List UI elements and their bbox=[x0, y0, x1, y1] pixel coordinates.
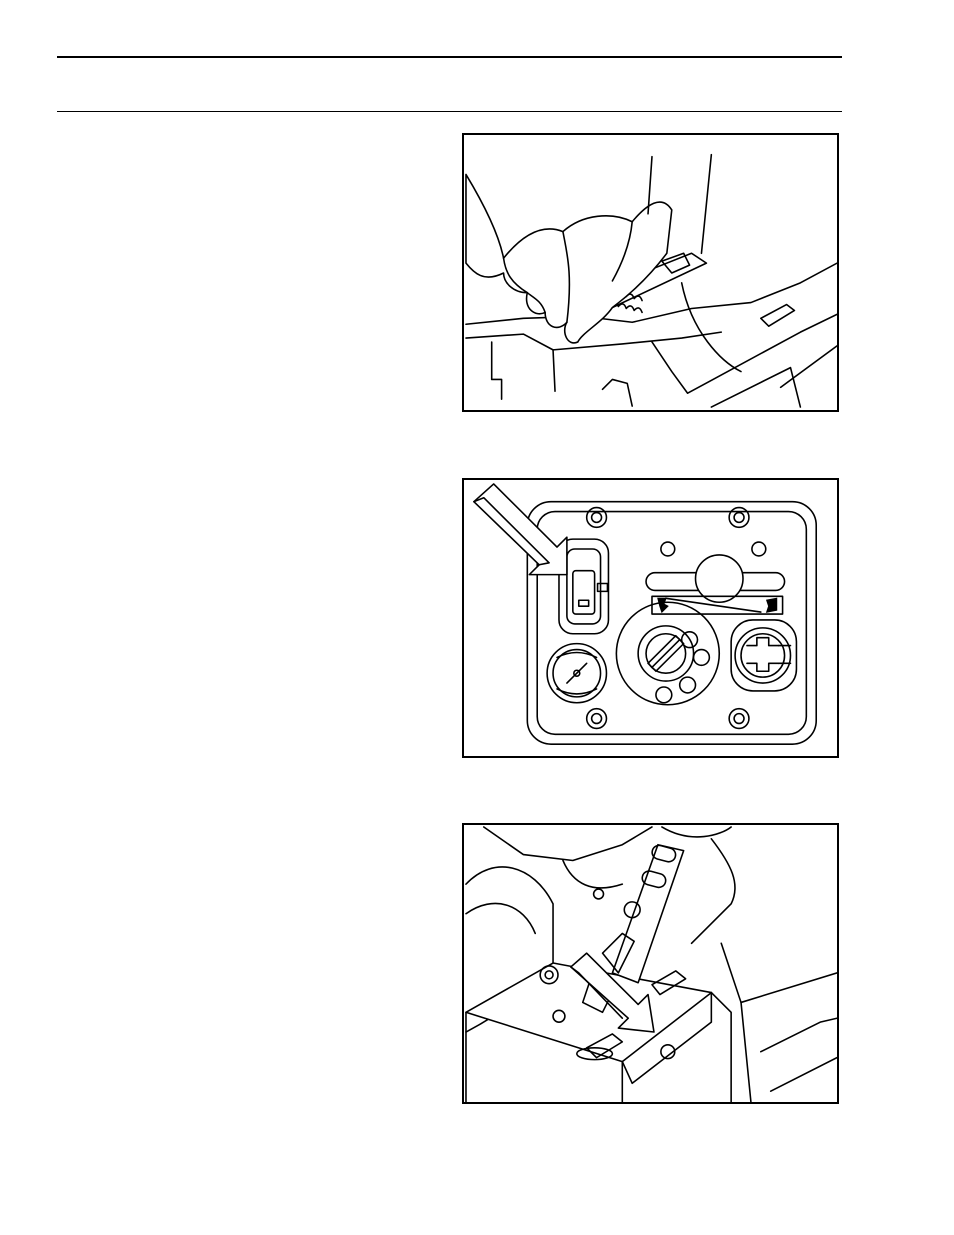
control-panel-icon bbox=[464, 480, 837, 756]
bolt-icon bbox=[587, 508, 749, 729]
figure-handle-lever bbox=[462, 823, 839, 1104]
header-rule-top bbox=[57, 56, 842, 58]
figure-control-panel bbox=[462, 478, 839, 758]
header-rule-bottom bbox=[57, 111, 842, 112]
hand-pressing-lever-icon bbox=[464, 135, 837, 410]
figure-hand-spring-lever bbox=[462, 133, 839, 412]
lever-handle-icon bbox=[464, 825, 837, 1102]
